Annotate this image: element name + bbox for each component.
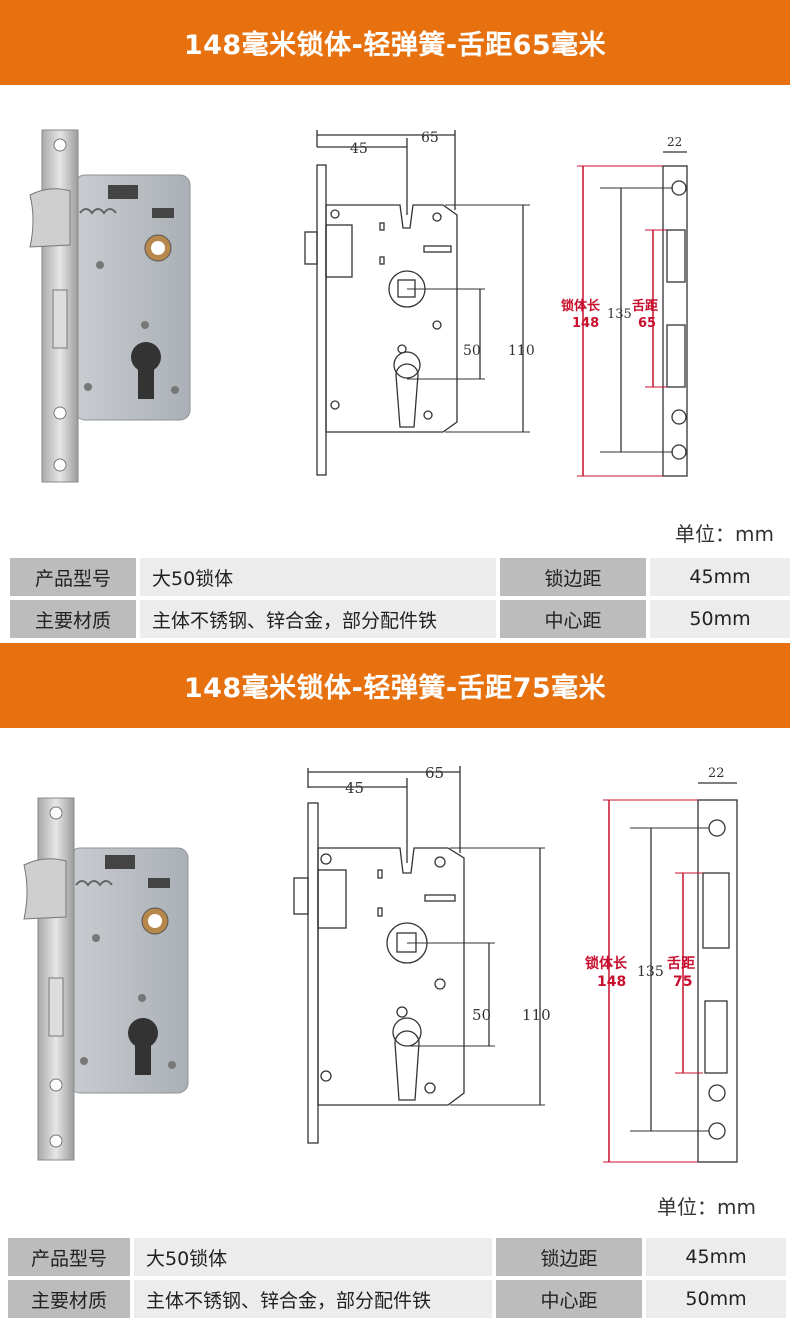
center-label: 中心距 [496,1280,642,1318]
center-value: 50mm [646,1280,786,1318]
section-title: 148毫米锁体-轻弹簧-舌距75毫米 [0,643,790,728]
dim-110: 110 [508,343,535,359]
spec-table: 产品型号 大50锁体 锁边距 45mm 主要材质 主体不锈钢、锌合金，部分配件铁… [8,1238,788,1318]
backset-value: 45mm [650,558,790,596]
lock-body-photo [23,797,189,1161]
side-view-drawing: 22 135 锁体长 148 舌距 65 [561,135,688,477]
center-label: 中心距 [500,600,646,638]
dim-50: 50 [463,343,481,359]
front-view-drawing: 45 65 50 110 [304,130,535,476]
front-view-drawing: 45 65 50 110 [293,764,551,1144]
model-label: 产品型号 [10,558,136,596]
center-value: 50mm [650,600,790,638]
unit-label: 单位：mm [675,522,774,546]
section-title: 148毫米锁体-轻弹簧-舌距65毫米 [0,0,790,85]
backset-label: 锁边距 [496,1238,642,1276]
dim-110: 110 [522,1006,551,1024]
dim-22: 22 [708,766,725,781]
section-75: 148毫米锁体-轻弹簧-舌距75毫米 [0,643,790,1323]
body-length-label: 锁体长 [585,955,628,972]
model-value: 大50锁体 [134,1238,492,1276]
section-65: 148毫米锁体-轻弹簧-舌距65毫米 [0,0,790,645]
body-length-value: 148 [572,316,599,331]
material-label: 主要材质 [8,1280,130,1318]
dim-45: 45 [345,779,364,797]
spec-table: 产品型号 大50锁体 锁边距 45mm 主要材质 主体不锈钢、锌合金，部分配件铁… [10,558,790,638]
tongue-distance-value: 75 [673,974,692,990]
dim-135: 135 [637,964,664,980]
dim-50: 50 [472,1006,491,1024]
body-length-label: 锁体长 [561,298,601,314]
dim-22: 22 [667,135,682,149]
dim-45: 45 [350,141,368,157]
material-value: 主体不锈钢、锌合金，部分配件铁 [140,600,496,638]
unit-label: 单位：mm [657,1195,756,1219]
material-value: 主体不锈钢、锌合金，部分配件铁 [134,1280,492,1318]
dim-135: 135 [607,307,632,322]
dim-65: 65 [421,130,439,146]
side-view-drawing: 22 135 锁体长 148 舌距 75 [585,766,738,1163]
lock-body-photo [29,129,191,483]
tongue-distance-label: 舌距 [667,955,695,972]
model-value: 大50锁体 [140,558,496,596]
backset-value: 45mm [646,1238,786,1276]
tongue-distance-value: 65 [638,316,656,331]
dim-65: 65 [425,764,444,782]
material-label: 主要材质 [10,600,136,638]
backset-label: 锁边距 [500,558,646,596]
model-label: 产品型号 [8,1238,130,1276]
body-length-value: 148 [597,974,626,990]
tongue-distance-label: 舌距 [632,298,658,314]
